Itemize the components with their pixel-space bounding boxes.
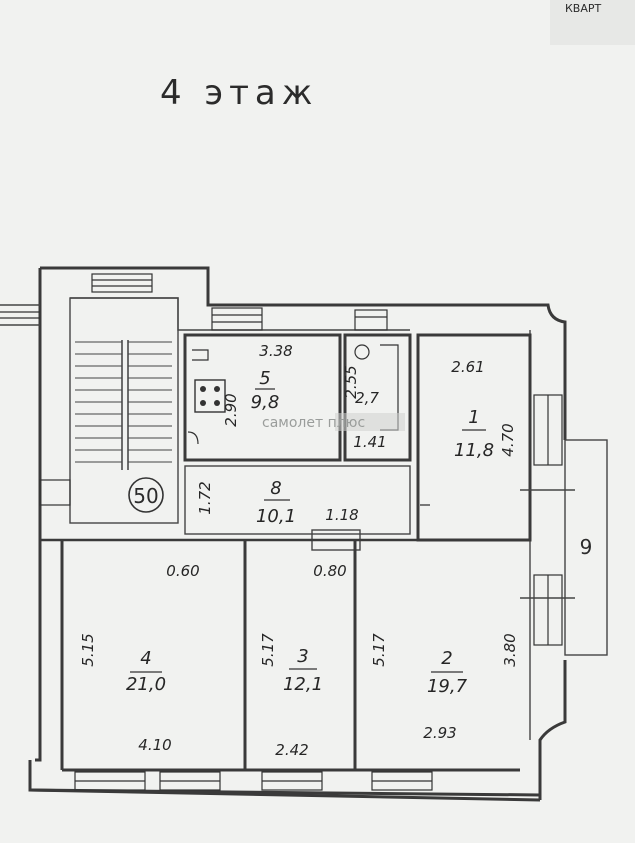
dim-hall-length: 1.18 <box>325 506 358 524</box>
room-5-kitchen <box>183 307 342 462</box>
left-stub <box>0 304 40 326</box>
dim-hall-depth: 1.72 <box>196 481 214 514</box>
room-4-area: 21,0 <box>126 674 166 695</box>
stair-number: 50 <box>133 484 158 508</box>
dim-room3-width: 2.42 <box>275 741 308 759</box>
floor-title: 4 этаж <box>160 73 318 113</box>
room-4-id: 4 <box>140 648 151 669</box>
dim-door-3: 0.80 <box>313 562 346 580</box>
room-3-id: 3 <box>297 646 308 667</box>
room-7-area: 2,7 <box>355 389 379 407</box>
dim-room4-depth: 5.15 <box>79 633 97 666</box>
room-2-id: 2 <box>441 648 452 669</box>
stair-number-circle <box>128 477 164 513</box>
toilet-icon <box>354 344 370 360</box>
watermark: самолет плюс <box>262 413 405 431</box>
balcony: 9 <box>564 439 608 656</box>
stairwell: 50 <box>39 273 179 524</box>
dim-door-4: 0.60 <box>166 562 199 580</box>
room-1-area: 11,8 <box>454 440 494 461</box>
dim-room1-width: 2.61 <box>451 358 484 376</box>
room-2-area: 19,7 <box>427 676 468 697</box>
dim-room1-depth: 4.70 <box>499 423 517 456</box>
room-7-bath <box>343 309 412 462</box>
room-8-id: 8 <box>270 478 281 499</box>
stove-icon <box>194 379 226 413</box>
dim-bath-depth: 2.55 <box>342 365 360 398</box>
dim-room2-depth: 5.17 <box>370 633 388 667</box>
room-3-area: 12,1 <box>283 674 323 695</box>
dim-bath-width: 1.41 <box>353 433 386 451</box>
room-5-area: 9,8 <box>251 392 280 413</box>
watermark-text: самолет плюс <box>262 415 365 431</box>
room-5-id: 5 <box>259 368 270 389</box>
corner-stamp: КВАРТ <box>550 0 635 45</box>
room-8-area: 10,1 <box>256 506 296 527</box>
corner-stamp-text: КВАРТ <box>565 2 602 15</box>
dim-room4-width: 4.10 <box>138 736 171 754</box>
room-1-id: 1 <box>468 407 479 428</box>
bottom-windows <box>74 771 433 791</box>
room-labels: 5 9,8 2,7 1 11,8 8 10,1 4 21,0 3 12,1 2 … <box>126 368 494 697</box>
dim-room2-side: 3.80 <box>501 633 519 666</box>
balcony-number: 9 <box>580 535 593 559</box>
dim-kitchen-width: 3.38 <box>259 342 292 360</box>
right-windows <box>520 394 575 646</box>
room-walls-bottom <box>40 538 530 772</box>
dim-kitchen-depth: 2.90 <box>222 393 240 426</box>
dim-room3-depth: 5.17 <box>259 633 277 667</box>
dim-room2-width: 2.93 <box>423 724 456 742</box>
dimension-labels: 3.38 2.90 2.55 1.41 2.61 4.70 1.72 1.18 … <box>79 342 519 759</box>
sink-icon <box>192 349 209 361</box>
